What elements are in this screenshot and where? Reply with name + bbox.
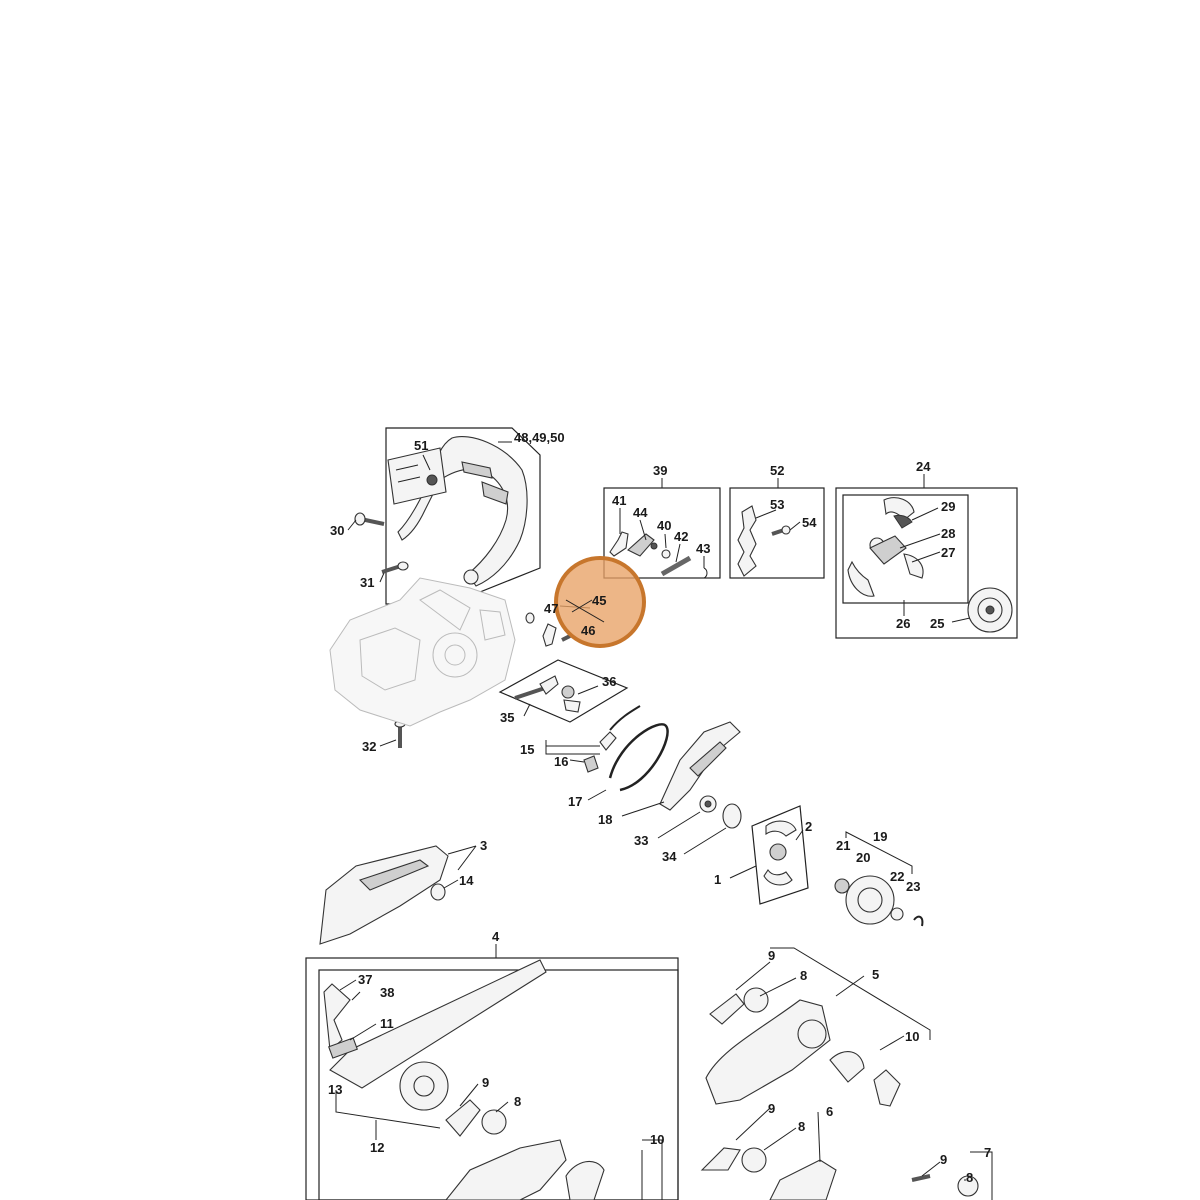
part-label-30: 30 [330, 523, 344, 538]
part-label-36: 36 [602, 674, 616, 689]
part-label-42: 42 [674, 529, 688, 544]
group-box-35 [498, 659, 629, 723]
part-label-17: 17 [568, 794, 582, 809]
catcher-set [737, 505, 791, 577]
leader-lines-highlight [565, 599, 605, 623]
part-label-14: 14 [459, 873, 474, 888]
part-label-9-cover6: 9 [768, 1101, 775, 1116]
part-label-51: 51 [414, 438, 428, 453]
leader-lines [335, 441, 993, 1200]
part-label-5: 5 [872, 967, 879, 982]
part-label-1: 1 [714, 872, 721, 887]
part-label-10-cover5: 10 [905, 1029, 919, 1044]
part-label-9-part7: 9 [940, 1152, 947, 1167]
part-label-31: 31 [360, 575, 374, 590]
part-label-35: 35 [500, 710, 514, 725]
part-label-20: 20 [856, 850, 870, 865]
brake-lever-set [609, 531, 708, 579]
sprocket-set-19 [834, 831, 924, 927]
screw-30 [354, 512, 385, 526]
part-label-10-bar: 10 [650, 1132, 664, 1147]
part-label-38: 38 [380, 985, 394, 1000]
sprocket-cover-5 [705, 987, 901, 1107]
screw-32 [394, 720, 406, 748]
engine-housing [329, 577, 516, 727]
sprocket-cover-12 [445, 1139, 605, 1200]
screw-31 [381, 561, 409, 574]
sprocket-cover-3 [319, 845, 449, 945]
part-label-8-bar: 8 [514, 1094, 521, 1109]
part-label-33: 33 [634, 833, 648, 848]
part-label-21: 21 [836, 838, 850, 853]
group-box-24 [835, 487, 1018, 639]
clutch-set-1-2 [751, 805, 809, 905]
sprocket-cover-6 [700, 1147, 837, 1200]
warning-decal [387, 447, 447, 505]
part-label-2: 2 [805, 819, 812, 834]
part-label-15: 15 [520, 742, 534, 757]
group-box-48-49-50 [385, 427, 541, 605]
part-label-29: 29 [941, 499, 955, 514]
part-label-52: 52 [770, 463, 784, 478]
part-7 [911, 1174, 979, 1197]
part-label-8-cover6: 8 [798, 1119, 805, 1134]
part-label-53: 53 [770, 497, 784, 512]
part-label-16: 16 [554, 754, 568, 769]
part-labels: 48,49,50 51 30 31 32 39 41 44 40 42 43 5… [328, 430, 991, 1185]
part-label-48-49-50: 48,49,50 [514, 430, 565, 445]
chain-brake-handle [397, 436, 528, 587]
part-label-6: 6 [826, 1104, 833, 1119]
oil-pump-set [514, 675, 581, 713]
part-label-46: 46 [581, 623, 595, 638]
part-label-7: 7 [984, 1145, 991, 1160]
group-box-4-inner [318, 969, 679, 1200]
part-label-25: 25 [930, 616, 944, 631]
part-label-13: 13 [328, 1082, 342, 1097]
part-label-27: 27 [941, 545, 955, 560]
guide-bar-and-chain [323, 959, 547, 1137]
brake-spring-band [583, 705, 741, 811]
group-box-24-inner [842, 494, 969, 604]
part-label-9-bar: 9 [482, 1075, 489, 1090]
part-label-22: 22 [890, 869, 904, 884]
part-label-44: 44 [633, 505, 648, 520]
part-label-9-cover5: 9 [768, 948, 775, 963]
part-label-23: 23 [906, 879, 920, 894]
part-label-32: 32 [362, 739, 376, 754]
clutch-assembly [847, 497, 1013, 633]
part-label-40: 40 [657, 518, 671, 533]
part-45-46-47 [525, 612, 571, 647]
part-label-12: 12 [370, 1140, 384, 1155]
part-label-37: 37 [358, 972, 372, 987]
part-label-18: 18 [598, 812, 612, 827]
part-label-47: 47 [544, 601, 558, 616]
part-label-11: 11 [380, 1016, 394, 1031]
part-label-54: 54 [802, 515, 817, 530]
part-label-8-cover5: 8 [800, 968, 807, 983]
chain-tensioner-washer [699, 795, 742, 829]
highlight-circle [554, 556, 646, 648]
part-label-3: 3 [480, 838, 487, 853]
part-label-8-part7: 8 [966, 1170, 973, 1185]
group-box-52 [729, 487, 825, 579]
part-label-34: 34 [662, 849, 677, 864]
part-label-26: 26 [896, 616, 910, 631]
part-label-4: 4 [492, 929, 500, 944]
part-label-43: 43 [696, 541, 710, 556]
part-label-24: 24 [916, 459, 931, 474]
part-label-28: 28 [941, 526, 955, 541]
part-label-41: 41 [612, 493, 626, 508]
part-label-45: 45 [592, 593, 606, 608]
part-label-39: 39 [653, 463, 667, 478]
part-label-19: 19 [873, 829, 887, 844]
